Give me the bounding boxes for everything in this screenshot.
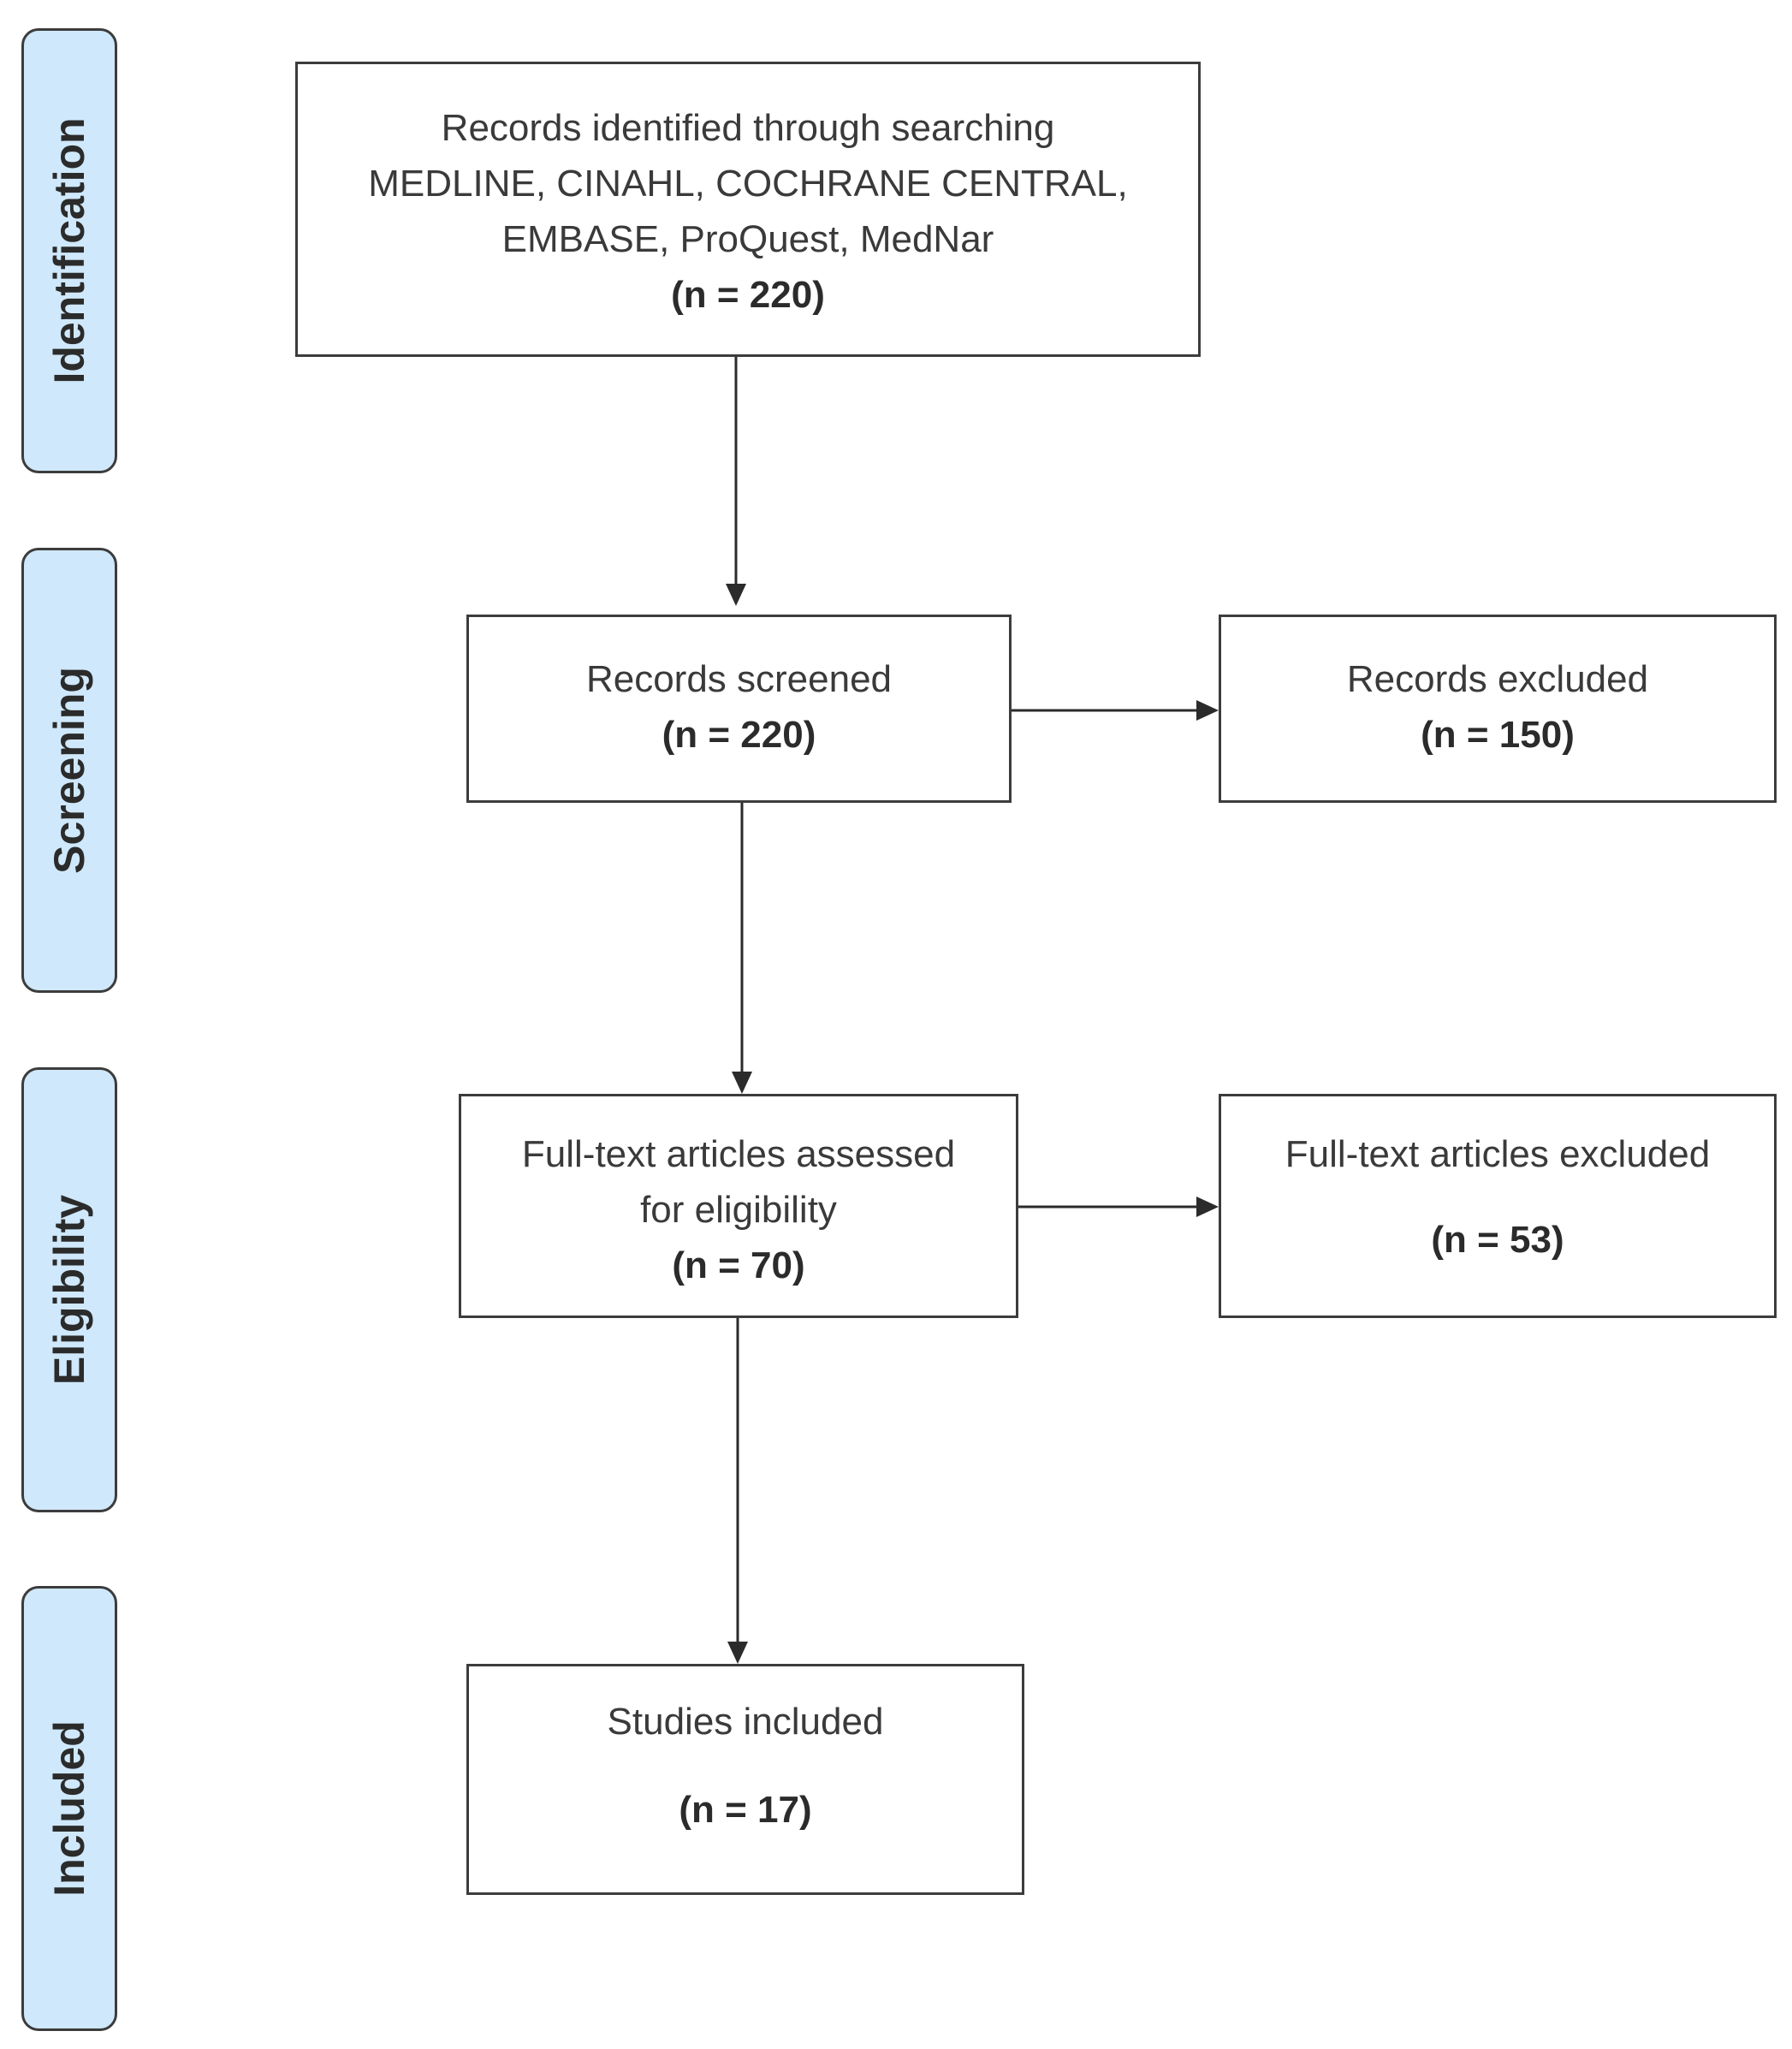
fulltext-excluded-count: (n = 53) bbox=[1431, 1219, 1564, 1261]
stage-eligibility: Eligibility bbox=[21, 1067, 117, 1512]
excluded-count: (n = 150) bbox=[1421, 714, 1575, 756]
stage-included: Included bbox=[21, 1586, 117, 2031]
assessed-count: (n = 70) bbox=[672, 1244, 805, 1286]
box-fulltext-assessed: Full-text articles assessed for eligibil… bbox=[459, 1094, 1018, 1318]
arrowhead-assessed-to-included bbox=[727, 1642, 748, 1664]
stage-screening: Screening bbox=[21, 548, 117, 993]
box-fulltext-excluded: Full-text articles excluded (n = 53) bbox=[1219, 1094, 1777, 1318]
included-line-1: Studies included bbox=[607, 1701, 884, 1743]
box-records-screened: Records screened (n = 220) bbox=[466, 615, 1012, 803]
stage-identification: Identification bbox=[21, 28, 117, 473]
included-count: (n = 17) bbox=[679, 1789, 812, 1831]
excluded-line-1: Records excluded bbox=[1346, 658, 1649, 700]
screened-line-1: Records screened bbox=[585, 658, 893, 700]
identified-line-3: EMBASE, ProQuest, MedNar bbox=[501, 218, 994, 260]
assessed-line-1: Full-text articles assessed bbox=[521, 1133, 956, 1175]
box-records-identified: Records identified through searching MED… bbox=[295, 62, 1201, 357]
arrowhead-screened-to-excluded bbox=[1196, 700, 1219, 721]
identified-line-1: Records identified through searching bbox=[441, 107, 1055, 149]
box-records-excluded: Records excluded (n = 150) bbox=[1219, 615, 1777, 803]
assessed-line-2: for eligibility bbox=[640, 1189, 837, 1231]
arrowhead-screened-to-assessed bbox=[732, 1072, 752, 1094]
arrowhead-assessed-to-fulltext-excluded bbox=[1196, 1197, 1219, 1217]
arrowhead-identified-to-screened bbox=[726, 584, 746, 606]
identified-count: (n = 220) bbox=[671, 274, 825, 316]
fulltext-excluded-line-1: Full-text articles excluded bbox=[1285, 1133, 1711, 1175]
box-studies-included: Studies included (n = 17) bbox=[466, 1664, 1024, 1895]
screened-count: (n = 220) bbox=[662, 714, 816, 756]
identified-line-2: MEDLINE, CINAHL, COCHRANE CENTRAL, bbox=[368, 163, 1128, 205]
